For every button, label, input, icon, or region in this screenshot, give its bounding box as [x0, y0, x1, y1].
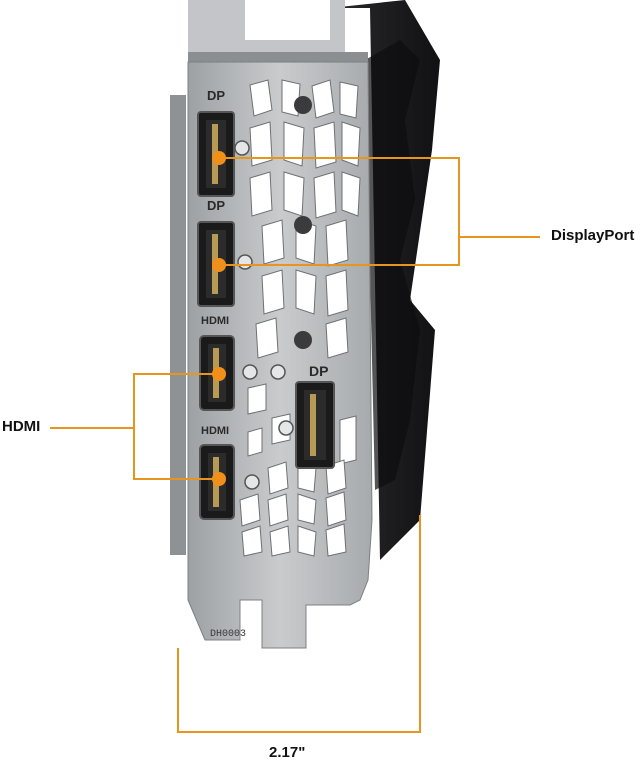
bracket-top-lip-shadow [188, 52, 368, 64]
port-label-dp-mid: DP [207, 198, 225, 213]
port-label-hdmi-top: HDMI [201, 315, 229, 327]
width-dimension-label: 2.17" [269, 744, 306, 761]
displayport-callout-lines [219, 157, 540, 266]
port-label-hdmi-bottom: HDMI [201, 425, 229, 437]
port-marker-dots [212, 151, 226, 486]
displayport-port-right [295, 381, 335, 469]
card-edge [170, 95, 186, 555]
hdmi-callout-lines [50, 373, 219, 480]
port-label-dp-top: DP [207, 88, 225, 103]
displayport-callout-label: DisplayPort [551, 227, 635, 244]
bracket-stamp: DH0003 [210, 629, 246, 640]
fan-hub-glimpse [294, 96, 312, 349]
hdmi-callout-label: HDMI [2, 418, 41, 435]
port-label-dp-right: DP [309, 363, 328, 379]
screw-icons [234, 140, 294, 490]
bracket-top-lip [188, 0, 345, 60]
width-dimension-lines [177, 515, 421, 733]
